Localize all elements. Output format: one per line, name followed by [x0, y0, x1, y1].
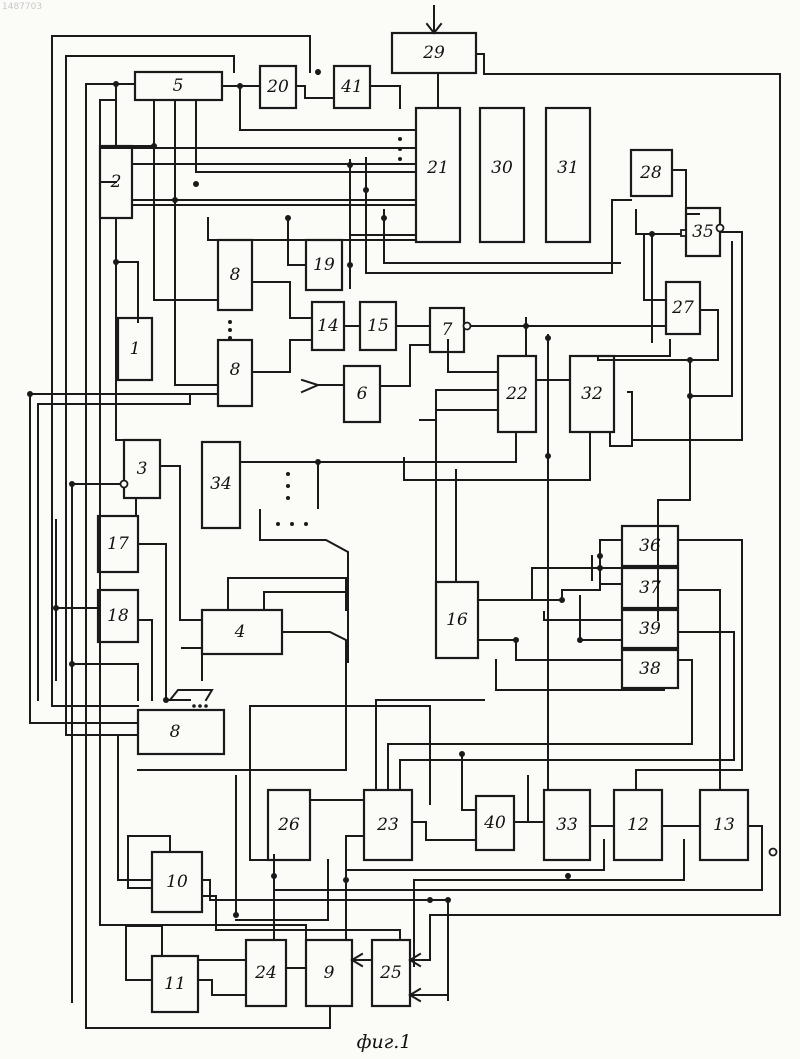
block-b32: 31 — [546, 108, 590, 242]
block-label: 34 — [210, 474, 232, 494]
block-label: 3 — [137, 459, 148, 479]
block-label: 39 — [639, 619, 661, 639]
block-b25: 24 — [246, 940, 286, 1006]
block-b6: 6 — [344, 366, 380, 422]
block-b36: 35 — [686, 208, 720, 256]
block-b3: 3 — [124, 440, 160, 498]
block-label: 37 — [639, 578, 661, 598]
block-b41: 40 — [476, 796, 514, 850]
block-b42: 41 — [334, 66, 370, 108]
block-label: 9 — [324, 963, 335, 983]
inverter-bubble — [121, 481, 128, 488]
block-label: 33 — [556, 815, 578, 835]
block-label: 41 — [340, 77, 363, 97]
block-label: 12 — [627, 815, 649, 835]
block-label: 35 — [692, 222, 714, 242]
block-b21: 20 — [260, 66, 296, 108]
block-b5: 5 — [135, 72, 222, 100]
block-b17: 16 — [436, 582, 478, 658]
block-label: 21 — [426, 158, 449, 178]
block-label: 30 — [491, 158, 513, 178]
block-b9: 8 — [138, 710, 224, 754]
block-b27: 26 — [268, 790, 310, 860]
inverter-marker — [681, 230, 686, 236]
block-label: 7 — [442, 320, 453, 340]
wiring — [30, 6, 780, 1028]
block-label: 36 — [639, 536, 661, 556]
block-label: 28 — [639, 163, 662, 183]
block-b23: 22 — [498, 356, 536, 432]
block-label: 24 — [254, 963, 277, 983]
block-b11: 10 — [152, 852, 202, 912]
block-label: 16 — [446, 610, 468, 630]
block-b1: 1 — [118, 318, 152, 380]
block-label: 26 — [277, 815, 300, 835]
inverter-bubble — [717, 225, 724, 232]
block-label: 8 — [230, 360, 241, 380]
block-b28: 27 — [666, 282, 700, 334]
block-b12: 11 — [152, 956, 198, 1012]
block-b22: 21 — [416, 108, 460, 242]
block-label: 8 — [230, 265, 241, 285]
inverter-bubble — [464, 323, 471, 330]
patent-number: 1487703 — [2, 2, 42, 12]
block-b33: 32 — [570, 356, 614, 432]
block-b24: 23 — [364, 790, 412, 860]
block-label: 25 — [379, 963, 402, 983]
block-b38: 37 — [622, 568, 678, 608]
block-b20: 19 — [306, 240, 342, 290]
block-b26: 25 — [372, 940, 410, 1006]
block-label: 32 — [581, 384, 603, 404]
block-b40: 39 — [622, 610, 678, 648]
block-label: 13 — [713, 815, 735, 835]
block-label: 8 — [170, 722, 181, 742]
block-label: 11 — [164, 974, 186, 994]
block-b18: 17 — [98, 516, 138, 572]
block-b8b: 8 — [218, 340, 252, 406]
block-label: 5 — [173, 76, 184, 96]
block-label: 15 — [367, 316, 389, 336]
block-b16: 15 — [360, 302, 396, 350]
block-label: 23 — [376, 815, 399, 835]
block-b37: 36 — [622, 526, 678, 566]
block-label: 4 — [234, 622, 246, 642]
block-b39: 38 — [622, 650, 678, 688]
block-b8a: 8 — [218, 240, 252, 310]
block-label: 29 — [422, 43, 445, 63]
block-b34: 33 — [544, 790, 590, 860]
block-b30: 29 — [392, 33, 476, 73]
block-b31: 30 — [480, 108, 524, 242]
block-label: 10 — [166, 872, 188, 892]
block-label: 1 — [130, 339, 141, 359]
block-b15: 14 — [312, 302, 344, 350]
block-label: 31 — [557, 158, 579, 178]
block-label: 6 — [357, 384, 368, 404]
block-b35: 34 — [202, 442, 240, 528]
block-b4: 4 — [202, 610, 282, 654]
block-label: 40 — [483, 813, 506, 833]
block-b10: 9 — [306, 940, 352, 1006]
block-label: 27 — [671, 298, 694, 318]
block-label: 38 — [639, 659, 661, 679]
terminal-circle — [770, 849, 777, 856]
block-b29: 28 — [631, 150, 672, 196]
block-label: 18 — [107, 606, 129, 626]
block-b19: 18 — [98, 590, 138, 642]
block-b13: 12 — [614, 790, 662, 860]
block-label: 22 — [505, 384, 528, 404]
block-label: 17 — [107, 534, 129, 554]
block-label: 20 — [266, 77, 289, 97]
block-label: 14 — [317, 316, 339, 336]
figure-caption: фиг.1 — [357, 1031, 412, 1053]
block-b14: 13 — [700, 790, 748, 860]
junction-dots — [27, 69, 693, 918]
block-label: 19 — [313, 255, 335, 275]
block-label: 2 — [110, 172, 122, 192]
